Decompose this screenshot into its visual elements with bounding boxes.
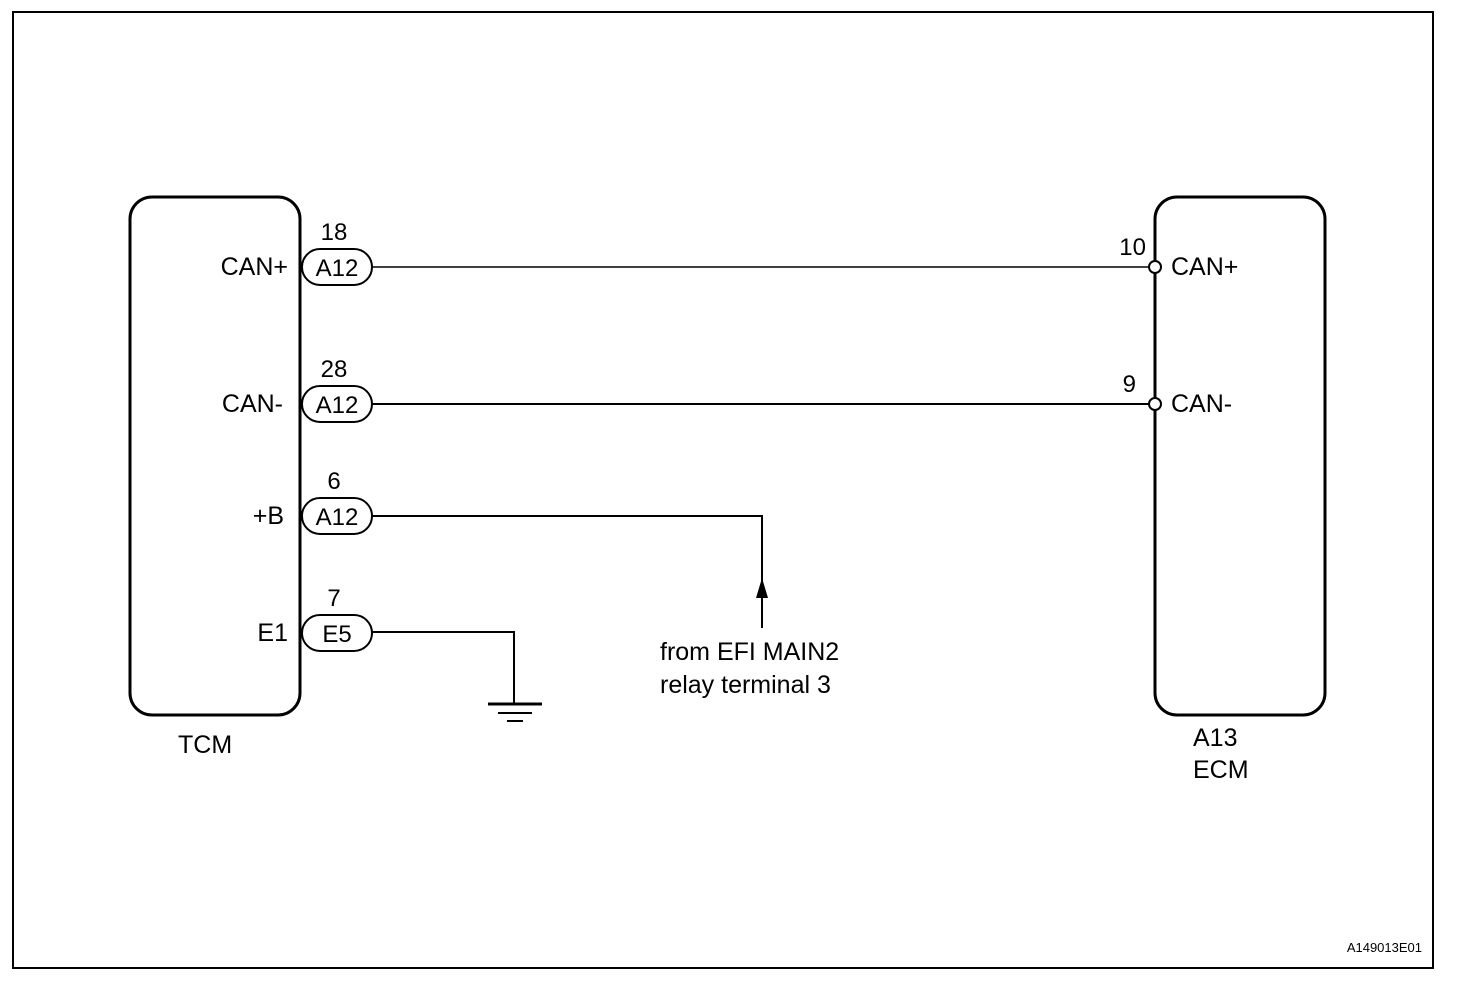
tcm-pin-can-plus: 18 xyxy=(321,219,348,246)
tcm-connector-e1: E5 xyxy=(322,621,351,648)
tcm-pin-e1: 7 xyxy=(327,585,340,612)
tcm-connector-can-minus: A12 xyxy=(316,392,359,419)
power-source-line2: relay terminal 3 xyxy=(660,671,831,699)
wire-plus-b xyxy=(372,515,763,598)
ecm-signal-can-plus: CAN+ xyxy=(1171,253,1238,281)
tcm-pin-can-minus: 28 xyxy=(321,356,348,383)
ecm-connector-label: A13 xyxy=(1193,724,1237,752)
arrow-up-icon xyxy=(756,578,768,628)
tcm-signal-can-minus: CAN- xyxy=(222,390,283,418)
tcm-signal-can-plus: CAN+ xyxy=(221,253,288,281)
ecm-box xyxy=(1153,195,1327,717)
tcm-label: TCM xyxy=(178,731,232,759)
diagram-frame xyxy=(12,11,1434,969)
tcm-connector-can-plus: A12 xyxy=(316,255,359,282)
tcm-box xyxy=(128,195,302,717)
power-source-line1: from EFI MAIN2 xyxy=(660,638,839,666)
ground-symbol-icon xyxy=(488,702,542,722)
ecm-pin-can-minus: 9 xyxy=(1123,371,1136,398)
ecm-terminal-circle-can-plus xyxy=(1148,260,1162,274)
ecm-pin-can-plus: 10 xyxy=(1119,234,1146,261)
tcm-signal-e1: E1 xyxy=(257,619,288,647)
wire-e1-ground xyxy=(372,631,515,703)
ecm-signal-can-minus: CAN- xyxy=(1171,390,1232,418)
tcm-connector-plus-b: A12 xyxy=(316,504,359,531)
ecm-terminal-circle-can-minus xyxy=(1148,397,1162,411)
tcm-signal-plus-b: +B xyxy=(253,502,284,530)
ecm-label: ECM xyxy=(1193,756,1249,784)
diagram-code: A149013E01 xyxy=(1347,940,1422,955)
tcm-pin-plus-b: 6 xyxy=(327,468,340,495)
